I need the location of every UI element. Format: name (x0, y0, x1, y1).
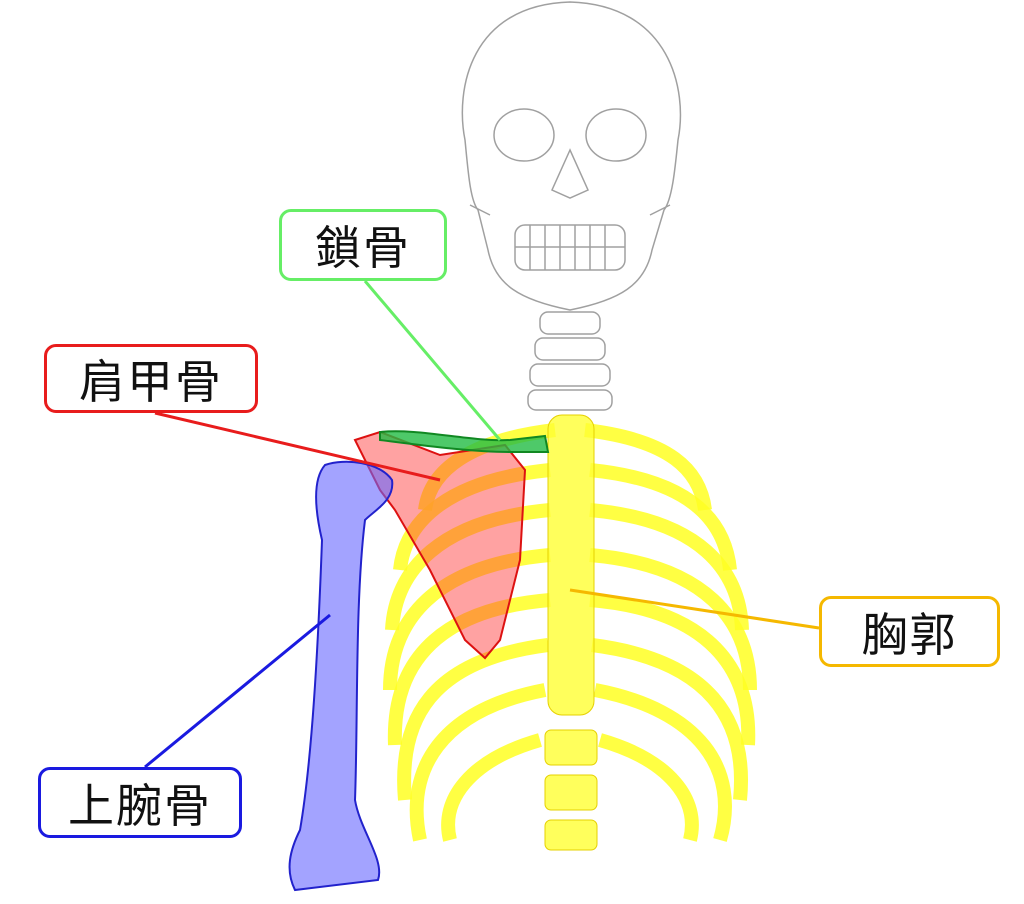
scapula-label: 肩甲骨 (44, 344, 258, 413)
humerus (288, 460, 394, 892)
humerus-leader-line (144, 613, 331, 769)
scapula-leader-line (154, 411, 441, 482)
sternum-spine (544, 414, 598, 851)
cervical-spine (527, 311, 613, 411)
clavicle-label: 鎖骨 (279, 209, 447, 281)
clavicle-leader-line (363, 280, 502, 441)
skull (461, 1, 682, 311)
humerus-label: 上腕骨 (38, 767, 242, 838)
thorax-leader-line (569, 588, 820, 630)
scapula (353, 430, 527, 660)
thorax-label: 胸郭 (819, 596, 1000, 667)
ribcage (383, 423, 757, 842)
clavicle (379, 430, 550, 453)
